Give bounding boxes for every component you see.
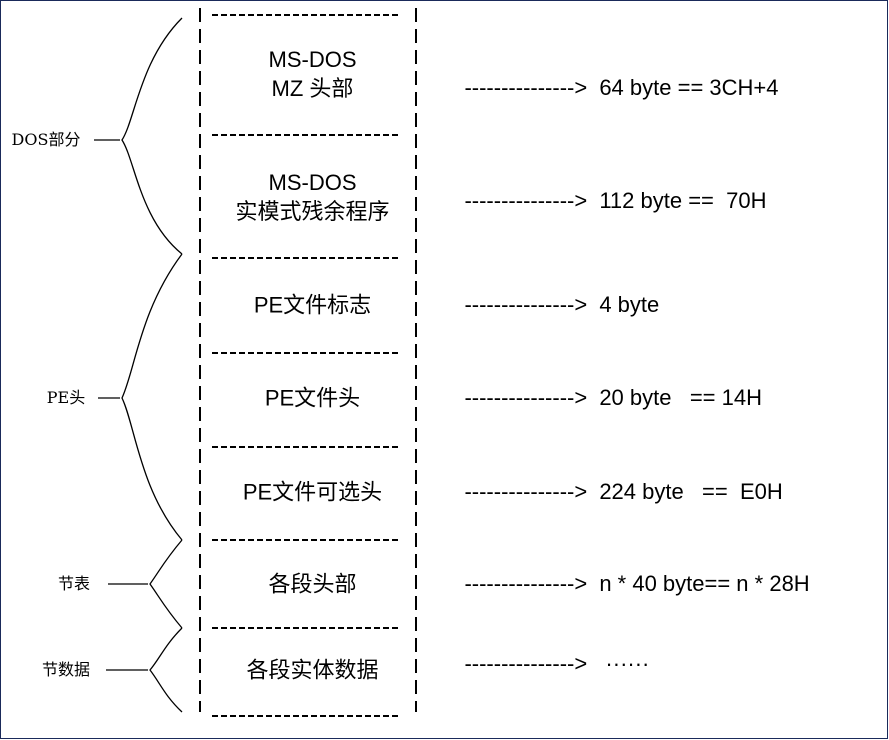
block-line: 各段实体数据	[246, 657, 379, 683]
group-label-dos: DOS部分	[11, 130, 81, 149]
block-pe-signature: PE文件标志	[205, 290, 420, 319]
block-line: PE文件标志	[253, 292, 372, 318]
group-label-pe-header: PE头	[46, 388, 86, 407]
block-section-data: 各段实体数据	[205, 655, 420, 684]
size-text: 112 byte == 70H	[593, 188, 767, 213]
dashed-arrow: --------------->	[464, 479, 588, 504]
annotation-pe-file-header: ---------------> 20 byte == 14H	[440, 365, 762, 431]
annotation-section-headers: ---------------> n * 40 byte== n * 28H	[440, 551, 810, 617]
dashed-arrow: --------------->	[464, 75, 588, 100]
brace-pe-header	[121, 253, 183, 541]
block-dos-stub: MS-DOS 实模式残余程序	[205, 168, 420, 226]
block-separators	[212, 14, 400, 717]
dashed-arrow: --------------->	[464, 651, 588, 676]
annotation-pe-optional-header: ---------------> 224 byte == E0H	[440, 459, 783, 525]
block-line: PE文件可选头	[242, 479, 383, 505]
annotation-dos-header: ---------------> 64 byte == 3CH+4	[440, 55, 779, 121]
dashed-arrow: --------------->	[464, 188, 588, 213]
annotation-section-data: ---------------> ······	[440, 631, 649, 697]
block-line: PE文件头	[264, 385, 361, 411]
group-label-section-data: 节数据	[41, 660, 91, 679]
block-dos-mz-header: MS-DOS MZ 头部	[205, 45, 420, 103]
block-line: MS-DOS	[268, 46, 357, 72]
annotation-dos-stub: ---------------> 112 byte == 70H	[440, 168, 766, 234]
block-line: MS-DOS	[268, 169, 357, 195]
dashed-arrow: --------------->	[464, 292, 588, 317]
label-connectors	[94, 139, 148, 671]
size-text: 64 byte == 3CH+4	[593, 75, 779, 100]
brace-dos	[121, 17, 183, 255]
size-text: 4 byte	[593, 292, 660, 317]
block-line: 各段头部	[268, 571, 357, 597]
dashed-arrow: --------------->	[464, 571, 588, 596]
brace-section-data	[149, 627, 183, 713]
block-section-headers: 各段头部	[205, 569, 420, 598]
size-text: 20 byte == 14H	[593, 385, 762, 410]
braces	[121, 17, 183, 713]
size-text: ······	[593, 651, 650, 676]
dashed-arrow: --------------->	[464, 385, 588, 410]
annotation-pe-signature: ---------------> 4 byte	[440, 272, 659, 338]
group-label-section-table: 节表	[57, 574, 91, 593]
size-text: n * 40 byte== n * 28H	[593, 571, 810, 596]
block-line: 实模式残余程序	[235, 199, 390, 224]
block-pe-optional-header: PE文件可选头	[205, 477, 420, 506]
brace-section-table	[149, 539, 183, 629]
block-line: MZ 头部	[271, 76, 354, 101]
size-text: 224 byte == E0H	[593, 479, 783, 504]
block-pe-file-header: PE文件头	[205, 383, 420, 412]
